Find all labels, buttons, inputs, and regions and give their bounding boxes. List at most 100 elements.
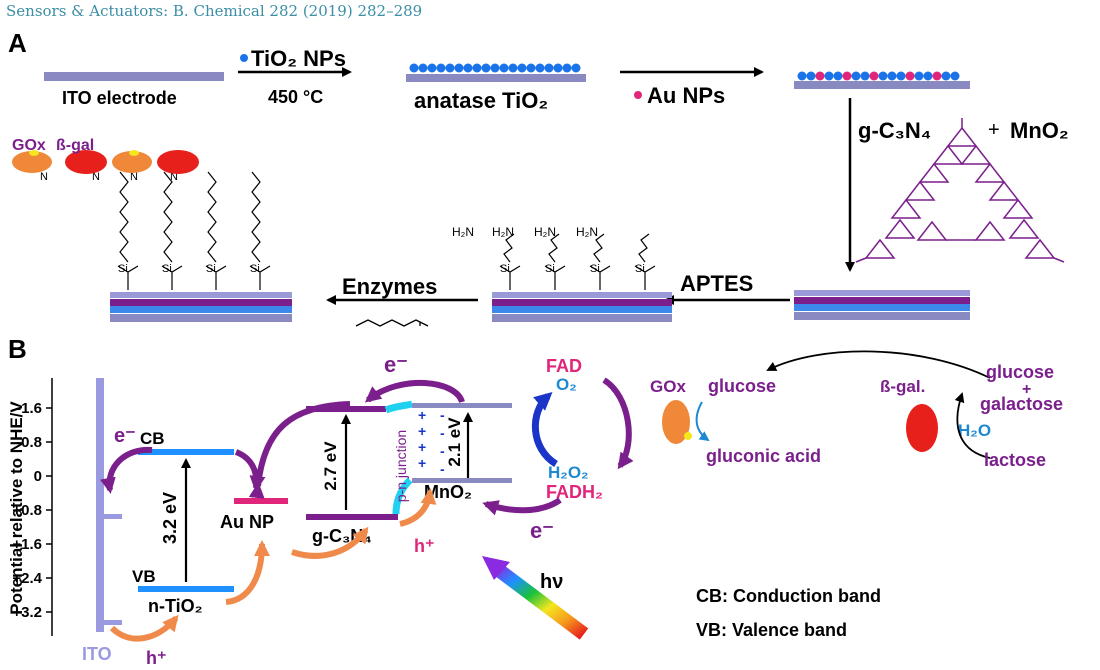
enzyme-n-labels: N N N N (40, 171, 178, 183)
fad-label: FAD (546, 356, 582, 376)
gox-enzyme-icon (662, 400, 690, 444)
bgal-label-a: ß-gal (56, 137, 94, 154)
enzyme-blobs (12, 150, 199, 174)
anatase-label: anatase TiO₂ (414, 88, 548, 113)
junction-charges: ++++ ---- (418, 407, 445, 477)
au-nps-label: Au NPs (647, 83, 725, 108)
enzymes-label: Enzymes (342, 274, 437, 299)
temperature-label: 450 °C (268, 87, 323, 107)
light-hv-arrow (482, 556, 589, 640)
gox-label-a: GOx (12, 137, 46, 154)
au-np-label: Au NP (220, 512, 274, 532)
citation: Sensors & Actuators: B. Chemical 282 (20… (6, 2, 423, 20)
cn-vb-band (306, 514, 398, 520)
glucose-oxidation-arrow (695, 401, 710, 442)
tio2-dot-legend (240, 54, 248, 62)
e-minus-fadh2: e⁻ (530, 518, 554, 543)
glucose-label-right: glucose (986, 362, 1054, 382)
aptes-linkers (499, 233, 656, 290)
mno2-label-a: MnO₂ (1010, 118, 1069, 143)
y-tick-label: +0.8 (12, 502, 42, 519)
lactose-label: lactose (984, 450, 1046, 470)
fad-to-fadh2-arrow (602, 377, 634, 470)
junction-top-curve (384, 400, 413, 414)
gox-label-b: GOx (650, 377, 686, 396)
glucose-label-gox: glucose (708, 376, 776, 396)
mno2-cb-band (412, 403, 512, 408)
pn-junction-label: p-n junction (393, 430, 409, 502)
cn-cb-to-au-arrow (248, 401, 351, 499)
gluconic-acid-label: gluconic acid (706, 446, 821, 466)
h-plus-mno2: h⁺ (414, 536, 435, 556)
glutaraldehyde-icon (355, 319, 429, 327)
e-minus-top: e⁻ (384, 352, 408, 377)
svg-text:Si: Si (162, 263, 172, 275)
svg-text:H₂N: H₂N (452, 225, 474, 239)
svg-text:N: N (40, 171, 48, 183)
plus-label-right: + (1022, 381, 1031, 398)
gc3n4-label: g-C₃N₄ (858, 118, 931, 143)
fadh2-label: FADH₂ (546, 482, 603, 502)
tio2-au-dot-row (797, 71, 960, 81)
mno2-hole-arrow (399, 488, 437, 527)
y-axis-title: Potential relative to NHE/V (7, 401, 26, 615)
ito-bar (96, 378, 122, 632)
vb-legend: VB: Valence band (696, 620, 847, 640)
svg-text:+: + (418, 439, 426, 455)
ito-electrode-label: ITO electrode (62, 88, 177, 108)
enzyme-linkers (117, 171, 271, 290)
tio2-dot-row (409, 63, 581, 73)
svg-text:Si: Si (206, 263, 216, 275)
svg-text:N: N (92, 171, 100, 183)
svg-text:H₂N: H₂N (534, 225, 556, 239)
h-plus-ito: h⁺ (146, 648, 167, 668)
svg-text:N: N (170, 171, 178, 183)
svg-text:-: - (440, 407, 445, 423)
aptes-electrode (492, 292, 672, 322)
svg-text:-: - (440, 443, 445, 459)
tio2-nps-label: TiO₂ NPs (251, 46, 346, 71)
hv-label: hν (540, 571, 563, 593)
gox-cofactor-icon (684, 432, 692, 440)
enzyme-electrode (110, 292, 292, 322)
h2o-label: H₂O (958, 421, 991, 440)
y-tick-label: 0 (34, 468, 42, 485)
enzyme-si-labels: Si Si Si Si (118, 263, 260, 275)
y-tick-label: +3.2 (12, 604, 42, 621)
galactose-label: galactose (980, 394, 1063, 414)
au-tio2-electrode-bar (794, 81, 970, 89)
hole-ito-arrow (109, 614, 179, 642)
ito-electrode-bar (44, 72, 224, 81)
glucose-transfer-arrow (766, 350, 991, 379)
svg-text:Si: Si (500, 263, 510, 275)
svg-text:H₂N: H₂N (492, 225, 514, 239)
cb-label: CB (140, 429, 165, 448)
y-axis-ticks: -1.6 -0.8 0 +0.8 +1.6 +2.4 +3.2 (12, 400, 52, 621)
n-tio2-label: n-TiO₂ (148, 596, 203, 616)
gc3n4-structure-icon (855, 118, 1065, 263)
plus-sign: + (988, 119, 1000, 141)
tio2-cb-band (138, 449, 234, 455)
y-tick-label: +1.6 (12, 536, 42, 553)
bgal-enzyme-icon (906, 404, 938, 452)
cn-cb-band (306, 406, 386, 412)
y-tick-label: -1.6 (16, 400, 42, 417)
mno2-to-cn-electron-arrow (364, 379, 465, 404)
electron-to-ito-arrow (99, 446, 153, 494)
y-tick-label: +2.4 (12, 570, 42, 587)
cn-mno2-electrode (794, 290, 970, 320)
svg-text:Si: Si (590, 263, 600, 275)
svg-text:-: - (440, 425, 445, 441)
svg-text:Si: Si (635, 263, 645, 275)
aptes-amine-labels: H₂N H₂N H₂N H₂N (452, 225, 598, 239)
aptes-label: APTES (680, 271, 753, 296)
svg-text:+: + (418, 423, 426, 439)
y-tick-label: -0.8 (16, 434, 42, 451)
junction-bottom-curve (392, 477, 413, 515)
cb-legend: CB: Conduction band (696, 586, 881, 606)
o2-label: O₂ (556, 375, 577, 394)
fadh2-to-mno2-electron-arrow (482, 497, 562, 516)
tio2-vb-band (138, 586, 234, 592)
panel-a-label: A (8, 28, 27, 58)
